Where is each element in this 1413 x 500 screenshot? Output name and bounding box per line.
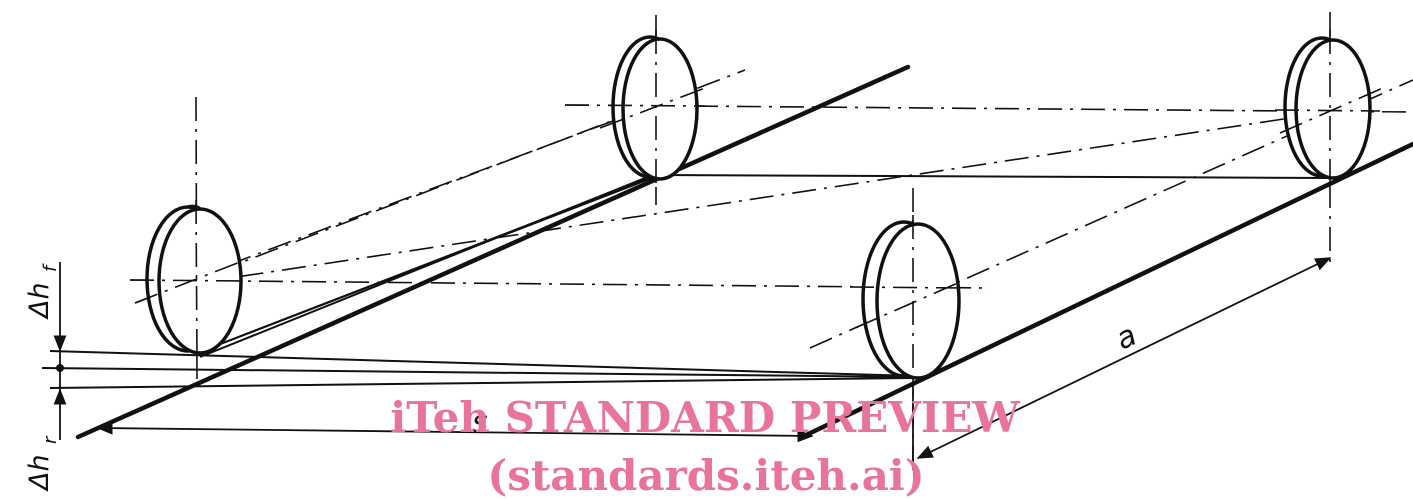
svg-text:r: r <box>40 435 61 444</box>
dimension-a <box>912 257 1332 470</box>
svg-text:f: f <box>40 263 61 272</box>
dimension-s <box>96 421 814 443</box>
svg-text:Δh: Δh <box>24 454 55 492</box>
rear-contact-line <box>656 174 1331 179</box>
centre-line-overlays <box>129 30 1386 385</box>
axle-horizontal-front-left <box>129 279 991 289</box>
diag-front-left-to-rear-2 <box>227 105 654 266</box>
rail-left <box>75 64 911 440</box>
diag-front-left-to-rear <box>196 111 1331 284</box>
axle-horizontal-rear <box>564 104 1413 113</box>
wheel-rear-right <box>1283 36 1372 180</box>
front-wedge-upper <box>49 350 916 377</box>
label-delta-h-r: Δh r <box>24 435 61 492</box>
label-a: a <box>1111 318 1142 357</box>
svg-text:Δh: Δh <box>24 282 55 320</box>
fan-3 <box>199 171 661 358</box>
delta-h-reference-dot <box>56 364 64 372</box>
label-s: s <box>472 405 488 440</box>
rails <box>75 64 1413 441</box>
fan-2 <box>196 177 653 354</box>
front-wedge-lower <box>49 377 916 389</box>
wheel-front-right <box>861 220 961 380</box>
mid-plane <box>41 367 916 378</box>
label-delta-h-f: Δh f <box>24 263 61 320</box>
watermark-url: (standards.iteh.ai) <box>487 451 924 500</box>
wheel-rear-left <box>611 35 699 181</box>
watermark-title: iTeh STANDARD PREVIEW <box>390 393 1020 442</box>
wheel-front-left <box>145 204 243 355</box>
